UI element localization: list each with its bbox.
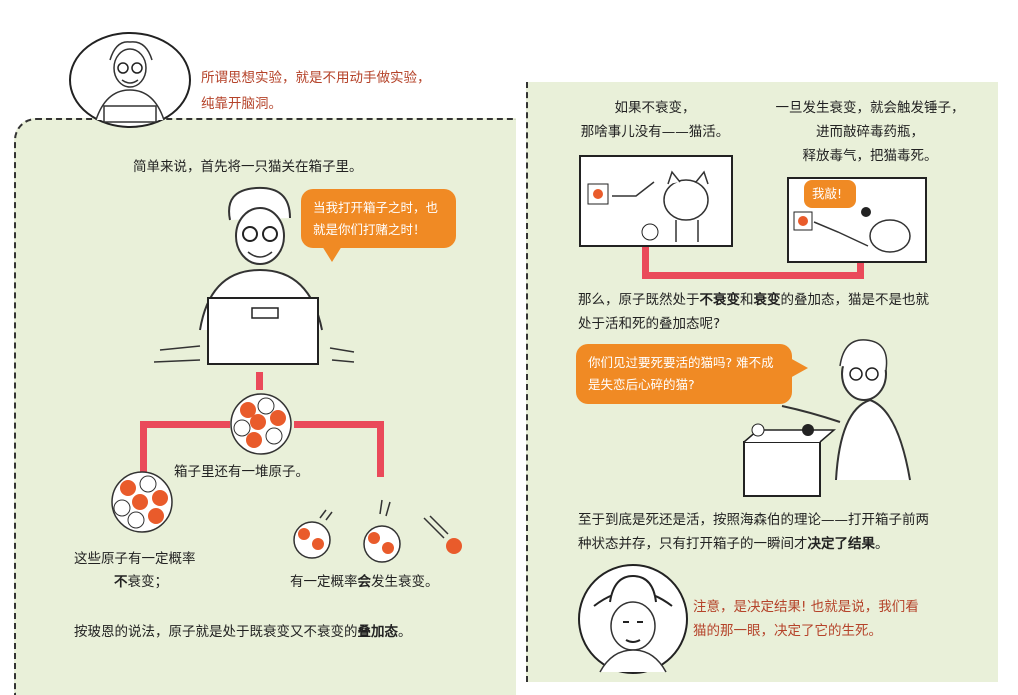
no-decay-right-2: 那啥事儿没有——猫活。 [580, 124, 730, 140]
no-decay-line-2: 不衰变； [114, 574, 168, 590]
connector-right-v [377, 421, 384, 477]
connector-stem [256, 372, 263, 390]
atoms-caption: 箱子里还有一堆原子。 [174, 464, 309, 480]
right-bubble-tail [790, 358, 808, 378]
decay-right-3: 释放毒气，把猫毒死。 [802, 148, 938, 164]
intro-line-2: 纯靠开脑洞。 [201, 96, 282, 112]
intro-line-1: 所谓思想实验，就是不用动手做实验， [201, 70, 431, 86]
atom-decay-1-icon [293, 509, 333, 559]
simple-intro: 简单来说，首先将一只猫关在箱子里。 [133, 159, 363, 175]
note-line-1: 注意，是决定结果! 也就是说，我们看 [693, 599, 919, 615]
cat-alive-box [579, 155, 733, 247]
scientist-box-illustration [153, 186, 355, 365]
bohr-statement: 按玻恩的说法，原子就是处于既衰变又不衰变的叠加态。 [74, 624, 412, 640]
atom-decay-2-icon [363, 499, 401, 563]
bubble-line-1: 当我打开箱子之时，也 [313, 200, 439, 215]
decay-caption: 有一定概率会发生衰变。 [290, 574, 439, 590]
right-bubble-line-1: 你们见过要死要活的猫吗? 难不成 [588, 355, 774, 370]
hat-man-portrait-icon [578, 564, 688, 674]
right-connector-h [642, 272, 864, 279]
right-connector-left [642, 247, 649, 279]
connector-left-v [140, 421, 147, 477]
no-decay-right-1: 如果不衰变， [614, 100, 696, 116]
atom-cluster-top-icon [230, 393, 292, 455]
heisenberg-line-2: 种状态并存，只有打开箱子的一瞬间才决定了结果。 [578, 536, 889, 552]
scientist-pointing-illustration [743, 339, 911, 497]
connector-left-h [140, 421, 230, 428]
particle-icon [423, 515, 462, 554]
right-speech-bubble: 你们见过要死要活的猫吗? 难不成 是失恋后心碎的猫? [576, 344, 792, 404]
bubble-line-2: 就是你们打赌之时！ [313, 222, 426, 237]
note-line-2: 猫的那一眼，决定了它的生死。 [693, 623, 882, 639]
scientist-portrait-icon [69, 32, 191, 128]
right-connector-right [857, 263, 864, 279]
no-decay-line-1: 这些原子有一定概率 [74, 551, 196, 567]
question-line-1: 那么，原子既然处于不衰变和衰变的叠加态，猫是不是也就 [578, 292, 929, 308]
connector-right-h [294, 421, 384, 428]
cat-shout-text: 我敲! [812, 186, 843, 201]
heisenberg-line-1: 至于到底是死还是活，按照海森伯的理论——打开箱子前两 [578, 512, 929, 528]
question-line-2: 处于活和死的叠加态呢? [578, 316, 721, 332]
decay-right-1: 一旦发生衰变，就会触发锤子， [775, 100, 965, 116]
scientist-speech-bubble: 当我打开箱子之时，也 就是你们打赌之时！ [301, 189, 456, 248]
bubble-tail [322, 246, 342, 262]
atom-cluster-left-icon [111, 471, 173, 533]
cat-dead-box [787, 177, 927, 263]
cat-shout-bubble: 我敲! [804, 180, 856, 208]
decay-right-2: 进而敲碎毒药瓶， [816, 124, 924, 140]
right-bubble-line-2: 是失恋后心碎的猫? [588, 377, 695, 392]
